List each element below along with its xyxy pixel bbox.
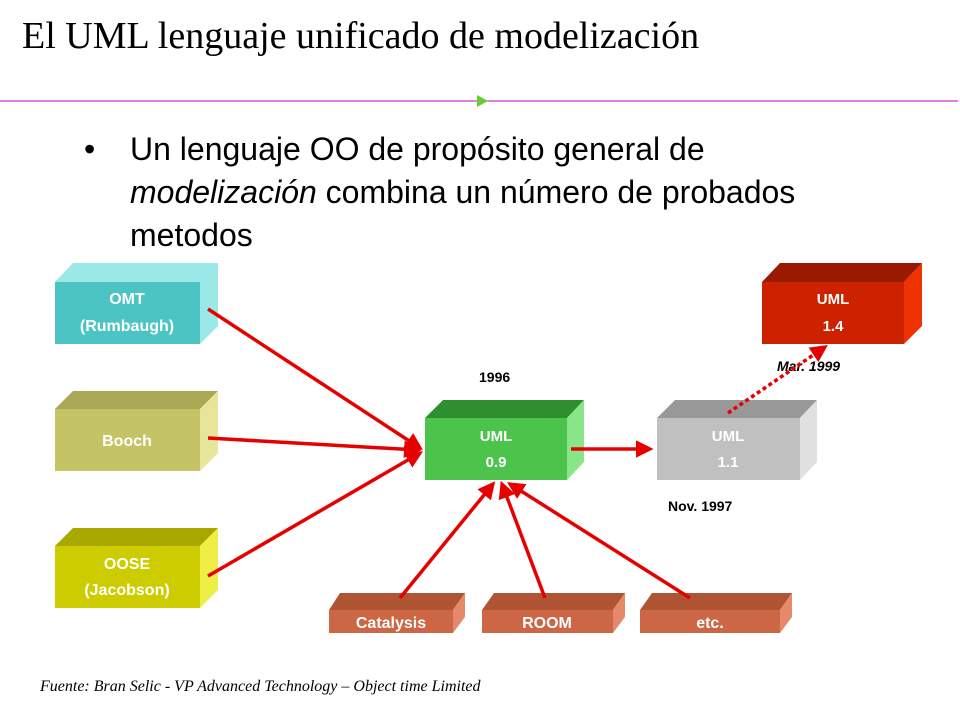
- uml-0-9-label-line1: UML: [480, 428, 513, 445]
- bullet-dot-icon: •: [84, 131, 96, 167]
- bullet-text-part2: combina un número de probados metodos: [130, 174, 796, 253]
- arrow-oose-to-uml09: [207, 451, 424, 578]
- arrow-booch-to-uml09: [207, 436, 422, 458]
- booch-label: Booch: [102, 433, 152, 450]
- etc-label: etc.: [696, 615, 724, 632]
- divider-arrow-icon: [477, 95, 488, 107]
- uml-1-4-label-line2: 1.4: [823, 318, 845, 335]
- uml-1-1-box: UML 1.1: [657, 400, 817, 480]
- uml-0-9-box: UML 0.9: [425, 400, 584, 480]
- bullet-text-part1: Un lenguaje OO de propósito general de: [130, 131, 705, 167]
- catalysis-label: Catalysis: [356, 615, 426, 632]
- uml-0-9-label-line2: 0.9: [486, 454, 507, 471]
- arrow-catalysis-to-uml09: [398, 481, 496, 600]
- bullet-text: Un lenguaje OO de propósito general de m…: [130, 128, 850, 257]
- uml-1-1-label-line2: 1.1: [718, 454, 739, 471]
- catalysis-box: Catalysis: [329, 593, 465, 633]
- etc-box: etc.: [640, 593, 792, 633]
- arrow-etc-to-uml09: [507, 482, 691, 600]
- date-1996: 1996: [479, 369, 510, 385]
- oose-box: OOSE (Jacobson): [55, 528, 218, 608]
- uml-1-1-label-line1: UML: [712, 428, 745, 445]
- omt-box: OMT (Rumbaugh): [55, 263, 218, 344]
- room-label: ROOM: [522, 615, 572, 632]
- arrow-room-to-uml09: [498, 480, 547, 599]
- oose-label-line1: OOSE: [104, 556, 151, 573]
- room-box: ROOM: [482, 593, 625, 633]
- omt-label-line1: OMT: [109, 291, 145, 308]
- uml-1-4-box: UML 1.4: [762, 263, 922, 344]
- source-footer: Fuente: Bran Selic - VP Advanced Technol…: [40, 678, 481, 695]
- date-nov-1997: Nov. 1997: [668, 498, 733, 514]
- oose-label-line2: (Jacobson): [84, 582, 169, 599]
- uml-1-4-label-line1: UML: [817, 291, 850, 308]
- booch-box: Booch: [55, 391, 218, 471]
- omt-label-line2: (Rumbaugh): [80, 318, 174, 335]
- bullet-text-emphasis: modelización: [130, 174, 317, 210]
- arrow-omt-to-uml09: [207, 307, 423, 450]
- arrow-uml11-to-uml14-dotted: [727, 345, 828, 415]
- page-title: El UML lenguaje unificado de modelizació…: [22, 15, 700, 57]
